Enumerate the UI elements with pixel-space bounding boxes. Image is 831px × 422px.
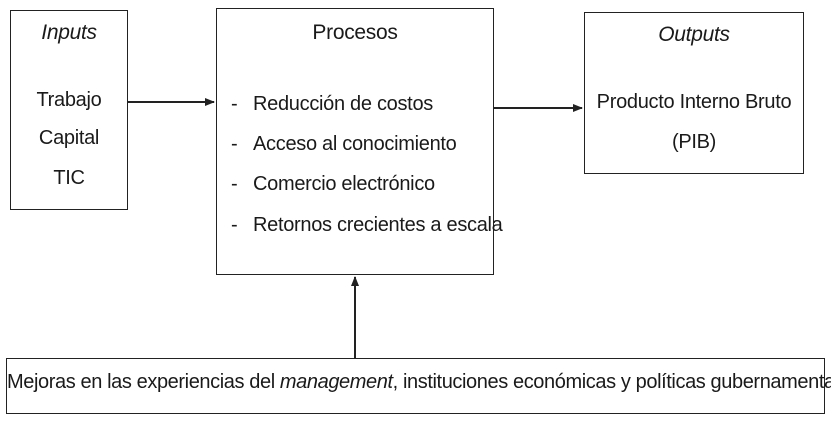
procesos-box: Procesos -Reducción de costos -Acceso al…	[216, 8, 503, 275]
bullet-dash: -	[231, 93, 238, 115]
procesos-item-label: Comercio electrónico	[253, 173, 435, 195]
outputs-title: Outputs	[658, 23, 730, 46]
bottom-text-italic: management	[279, 371, 393, 393]
inputs-item-capital: Capital	[38, 127, 100, 149]
procesos-item: -Comercio electrónico	[231, 173, 435, 196]
inputs-box: Inputs Trabajo Capital TIC	[10, 10, 128, 210]
procesos-item: -Acceso al conocimiento	[231, 133, 457, 156]
procesos-item: -Reducción de costos	[231, 93, 433, 116]
outputs-line-1: Producto Interno Bruto	[596, 91, 792, 113]
inputs-title: Inputs	[41, 21, 97, 44]
bullet-dash: -	[231, 173, 238, 195]
bullet-dash: -	[231, 214, 238, 236]
procesos-item-label: Acceso al conocimiento	[253, 133, 457, 155]
bottom-box: Mejoras en las experiencias del manageme…	[6, 358, 831, 414]
procesos-item: -Retornos crecientes a escala	[231, 214, 503, 237]
outputs-line-2: (PIB)	[671, 131, 717, 153]
bottom-text-after: , instituciones económicas y políticas g…	[392, 371, 831, 393]
bullet-dash: -	[231, 133, 238, 155]
outputs-box: Outputs Producto Interno Bruto (PIB)	[584, 12, 804, 174]
procesos-title: Procesos	[312, 21, 398, 44]
procesos-item-label: Retornos crecientes a escala	[253, 214, 503, 236]
inputs-item-tic: TIC	[53, 167, 85, 189]
bottom-text-before: Mejoras en las experiencias del	[7, 371, 280, 393]
procesos-item-label: Reducción de costos	[253, 93, 433, 115]
bottom-text: Mejoras en las experiencias del manageme…	[7, 371, 831, 394]
inputs-item-trabajo: Trabajo	[36, 89, 102, 111]
